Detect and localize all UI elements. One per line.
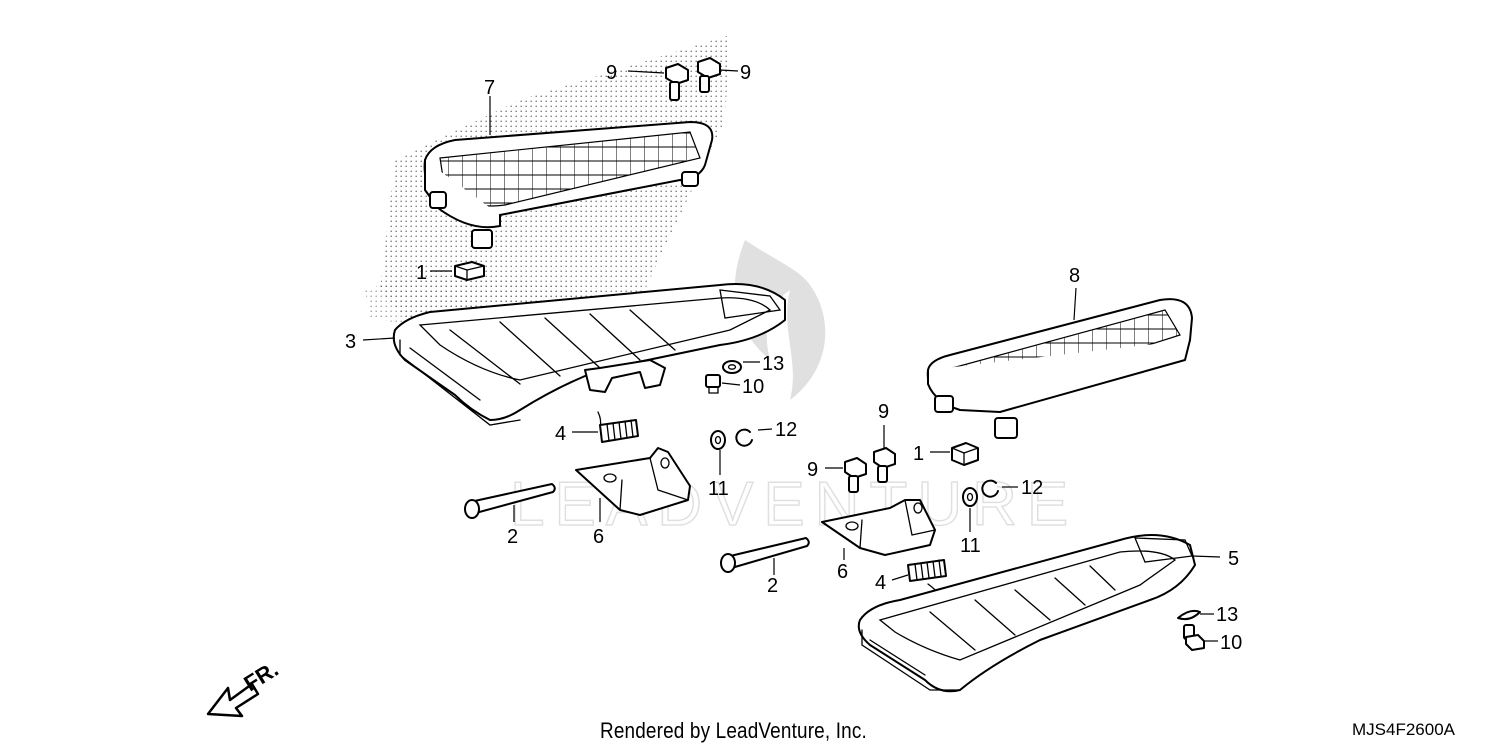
rendered-by-credit: Rendered by LeadVenture, Inc. xyxy=(600,718,867,743)
part-9-flange-bolt-b[interactable] xyxy=(697,57,721,93)
part-12-clip-right[interactable] xyxy=(981,479,999,498)
callout-10: 10 xyxy=(1220,632,1242,654)
callout-7: 7 xyxy=(484,77,495,99)
part-2-pivot-pin-left[interactable] xyxy=(464,483,556,519)
callout-leader-lines xyxy=(362,69,1221,642)
callout-2: 2 xyxy=(507,526,518,548)
part-13-washer-left[interactable] xyxy=(722,360,742,374)
callout-12: 12 xyxy=(1021,477,1043,499)
callout-12: 12 xyxy=(775,419,797,441)
callout-6: 6 xyxy=(837,561,848,583)
callout-6: 6 xyxy=(593,526,604,548)
callout-8: 8 xyxy=(1069,265,1080,287)
part-7-footpeg-rubber-upper[interactable] xyxy=(423,121,714,249)
part-6-bracket-right[interactable] xyxy=(821,499,936,556)
part-9-flange-bolt-d[interactable] xyxy=(873,447,896,483)
callout-3: 3 xyxy=(345,331,356,353)
part-11-washer-right[interactable] xyxy=(962,487,978,507)
part-4-return-spring-left[interactable] xyxy=(597,411,639,443)
part-13-washer-right[interactable] xyxy=(1177,609,1201,621)
callout-4: 4 xyxy=(875,572,886,594)
callout-13: 13 xyxy=(762,353,784,375)
part-10-bolt-left[interactable] xyxy=(705,374,721,394)
part-9-flange-bolt-a[interactable] xyxy=(665,63,689,101)
callout-2: 2 xyxy=(767,575,778,597)
callout-labels: 9 9 7 1 3 13 10 4 12 11 2 6 8 9 9 1 12 1… xyxy=(345,62,1242,654)
part-3-footboard-frame-left[interactable] xyxy=(392,283,786,426)
part-11-washer-left[interactable] xyxy=(710,430,726,450)
callout-9: 9 xyxy=(606,62,617,84)
part-5-footboard-frame-right[interactable] xyxy=(857,534,1196,693)
part-6-bracket-left[interactable] xyxy=(575,447,691,516)
part-1-rubber-block-upper[interactable] xyxy=(454,261,485,281)
callout-11: 11 xyxy=(960,535,981,557)
callout-10: 10 xyxy=(742,376,764,398)
callout-11: 11 xyxy=(708,478,729,500)
front-direction-arrow: FR. xyxy=(206,656,283,718)
callout-5: 5 xyxy=(1228,548,1239,570)
callout-1: 1 xyxy=(416,262,427,284)
callout-9: 9 xyxy=(740,62,751,84)
callout-9: 9 xyxy=(878,401,889,423)
callout-9: 9 xyxy=(807,459,818,481)
callout-1: 1 xyxy=(913,443,924,465)
part-12-clip-left[interactable] xyxy=(735,428,753,447)
diagram-reference-code: MJS4F2600A xyxy=(1352,720,1455,739)
part-9-flange-bolt-c[interactable] xyxy=(844,457,867,493)
part-1-rubber-block-right[interactable] xyxy=(951,442,979,466)
part-8-footpeg-rubber-right[interactable] xyxy=(926,298,1193,439)
part-2-pivot-pin-right[interactable] xyxy=(720,537,810,573)
callout-13: 13 xyxy=(1216,604,1238,626)
part-10-bolt-right[interactable] xyxy=(1183,624,1205,651)
callout-4: 4 xyxy=(555,423,566,445)
